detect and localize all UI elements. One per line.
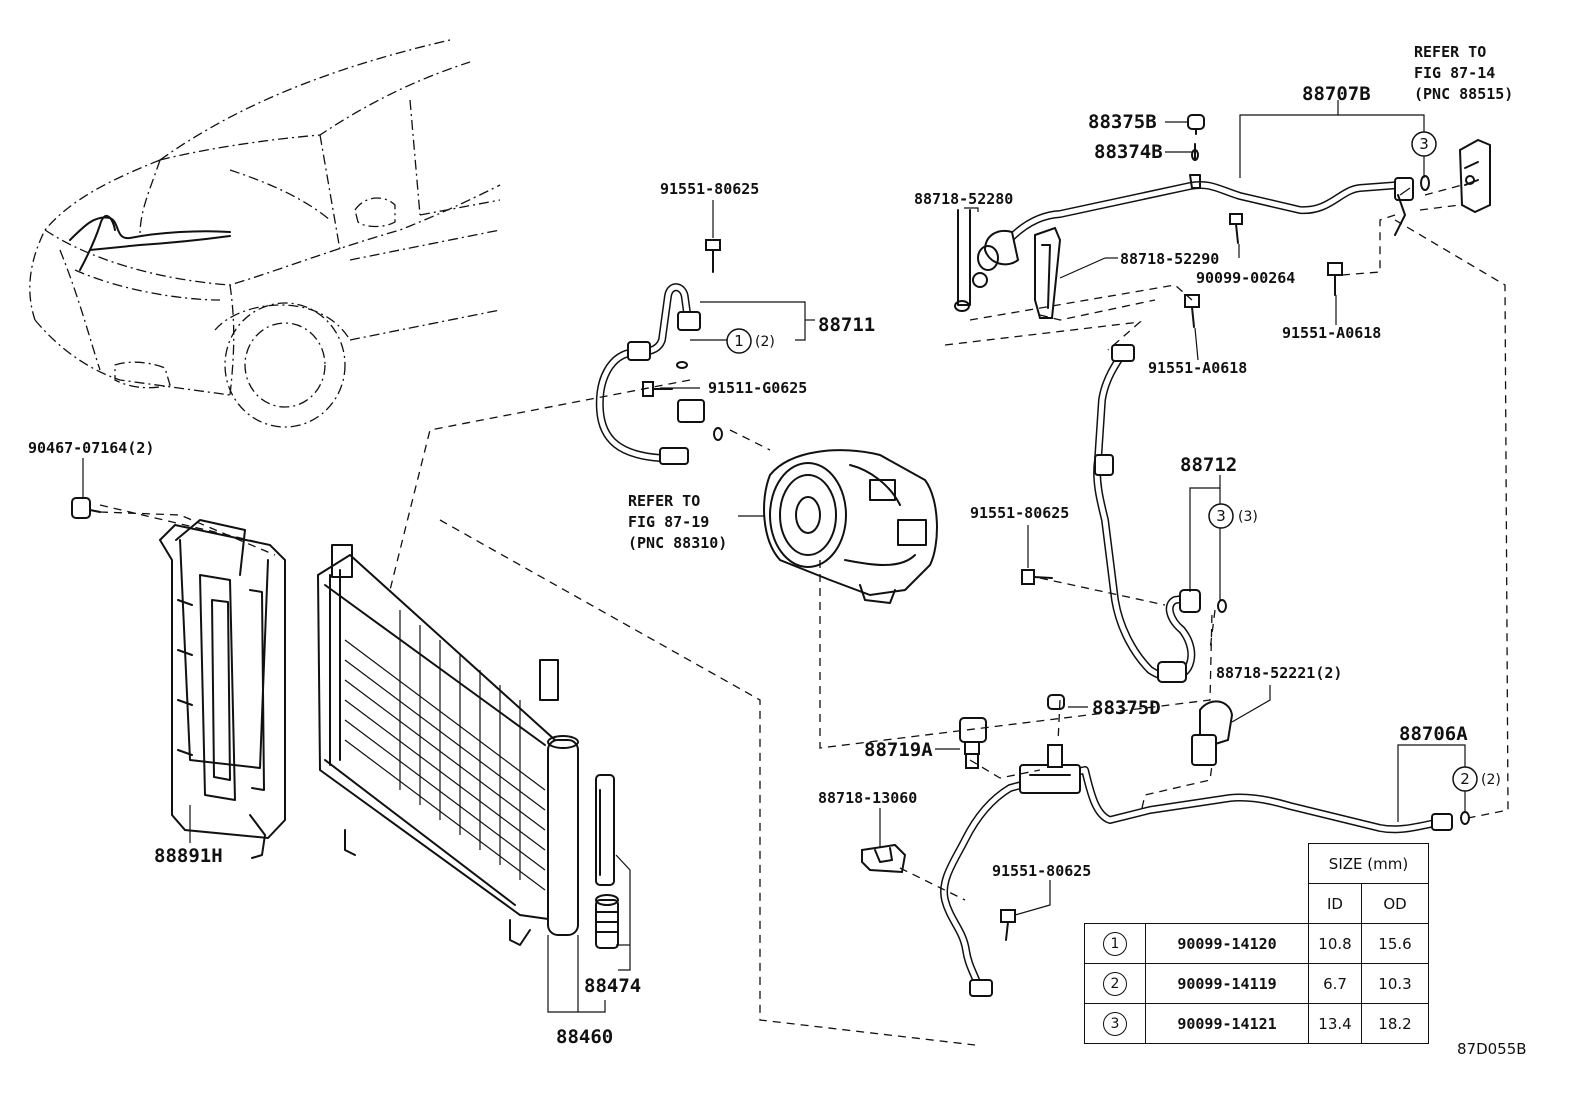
label-88474: 88474 [584,975,641,997]
label-88718-52221: 88718-52221(2) [1216,664,1342,682]
oring-marker-88706a: 2 (2) [1452,766,1501,792]
label-88718-13060: 88718-13060 [818,789,917,807]
svg-text:REFER TO: REFER TO [1414,43,1486,61]
oring-qty: (3) [1238,509,1258,525]
label-88375b: 88375B [1088,111,1157,133]
row-od: 15.6 [1361,923,1429,964]
label-88460: 88460 [556,1026,613,1048]
label-91551-a0618-a: 91551-A0618 [1282,324,1381,342]
row-number: 3 [1103,1011,1127,1036]
row-number: 1 [1103,931,1127,956]
row-od: 10.3 [1361,963,1429,1004]
svg-text:FIG 87-19: FIG 87-19 [628,513,709,531]
label-88711: 88711 [818,314,875,336]
suction-hose-88712 [1093,344,1227,683]
row-part-number: 90099-14120 [1145,923,1309,964]
expansion-valve [1458,138,1491,214]
dryer-88474 [595,774,619,949]
row-id: 13.4 [1308,1003,1362,1044]
svg-text:FIG 87-14: FIG 87-14 [1414,64,1495,82]
label-91551-a0618-b: 91551-A0618 [1148,359,1247,377]
table-row: 1 90099-14120 10.8 15.6 [1084,923,1429,964]
label-88719a: 88719A [864,739,933,761]
label-88374b: 88374B [1094,141,1163,163]
bolt-91511-g0625 [642,381,673,397]
brackets [954,209,1062,319]
discharge-hose-88711 [595,283,723,465]
label-88375d: 88375D [1092,697,1161,719]
liquid-pipe-88706a [861,700,1470,997]
cap-88375d [1047,694,1065,710]
bolt-90099-00264 [1229,213,1243,244]
row-od: 18.2 [1361,1003,1429,1044]
svg-text:REFER TO: REFER TO [628,492,700,510]
oring-marker-88712: 3 (3) [1208,503,1258,529]
refer-note-compressor: REFER TO FIG 87-19 (PNC 88310) [628,492,727,552]
suction-pipe-88707b [977,174,1430,271]
label-90099-00264: 90099-00264 [1196,269,1295,287]
bolt-91551-80625-a [705,239,721,273]
oring-qty: (2) [755,334,775,350]
row-id: 6.7 [1308,963,1362,1004]
valve-core-88374b [1191,143,1199,161]
row-part-number: 90099-14119 [1145,963,1309,1004]
col-id-header: ID [1308,883,1362,924]
row-part-number: 90099-14121 [1145,1003,1309,1044]
condenser-88460 [316,544,579,946]
oring-qty: (2) [1481,772,1501,788]
oring-number: 3 [1216,507,1226,525]
bolt-91551-a0618-a [1327,262,1343,296]
part-labels: 90467-07164(2) 88891H 88460 88474 91551-… [28,83,1468,1048]
bolt-91551-80625-b [1021,569,1053,585]
label-90467-07164: 90467-07164(2) [28,439,154,457]
label-91551-80625-a: 91551-80625 [660,180,759,198]
oring-marker-88707b: 3 [1411,131,1437,157]
size-header: SIZE (mm) [1308,843,1429,884]
label-88712: 88712 [1180,454,1237,476]
table-row: 3 90099-14121 13.4 18.2 [1084,1003,1429,1044]
label-91511-g0625: 91511-G0625 [708,379,807,397]
label-88706a: 88706A [1399,723,1468,745]
table-row: 2 90099-14119 6.7 10.3 [1084,963,1429,1004]
oring-size-table: SIZE (mm) ID OD 1 90099-14120 10.8 15.6 … [1084,843,1429,1044]
col-od-header: OD [1361,883,1429,924]
bolt-90467 [71,497,101,519]
cap-88375b [1187,114,1205,135]
label-88718-52290: 88718-52290 [1120,250,1219,268]
svg-text:(PNC 88515): (PNC 88515) [1414,85,1513,103]
svg-text:(PNC 88310): (PNC 88310) [628,534,727,552]
label-88718-52280: 88718-52280 [914,190,1013,208]
label-91551-80625-b: 91551-80625 [970,504,1069,522]
leader-lines [82,100,1466,1013]
refer-note-expansion-valve: REFER TO FIG 87-14 (PNC 88515) [1414,43,1513,103]
oring-marker-88711: 1 (2) [726,328,775,354]
bolt-91551-80625-c [1000,909,1016,941]
label-88707b: 88707B [1302,83,1371,105]
vehicle-outline [29,39,501,428]
oring-number: 3 [1419,135,1429,153]
row-number: 2 [1103,971,1127,996]
assembly-lines [99,184,1509,1046]
compressor [763,449,938,604]
oring-number: 1 [734,332,744,350]
row-id: 10.8 [1308,923,1362,964]
label-91551-80625-c: 91551-80625 [992,862,1091,880]
fan-shroud-88891h [158,519,286,859]
label-88891h: 88891H [154,845,223,867]
oring-number: 2 [1460,770,1470,788]
bolt-91551-a0618-b [1184,294,1200,328]
figure-code: 87D055B [1457,1040,1527,1058]
